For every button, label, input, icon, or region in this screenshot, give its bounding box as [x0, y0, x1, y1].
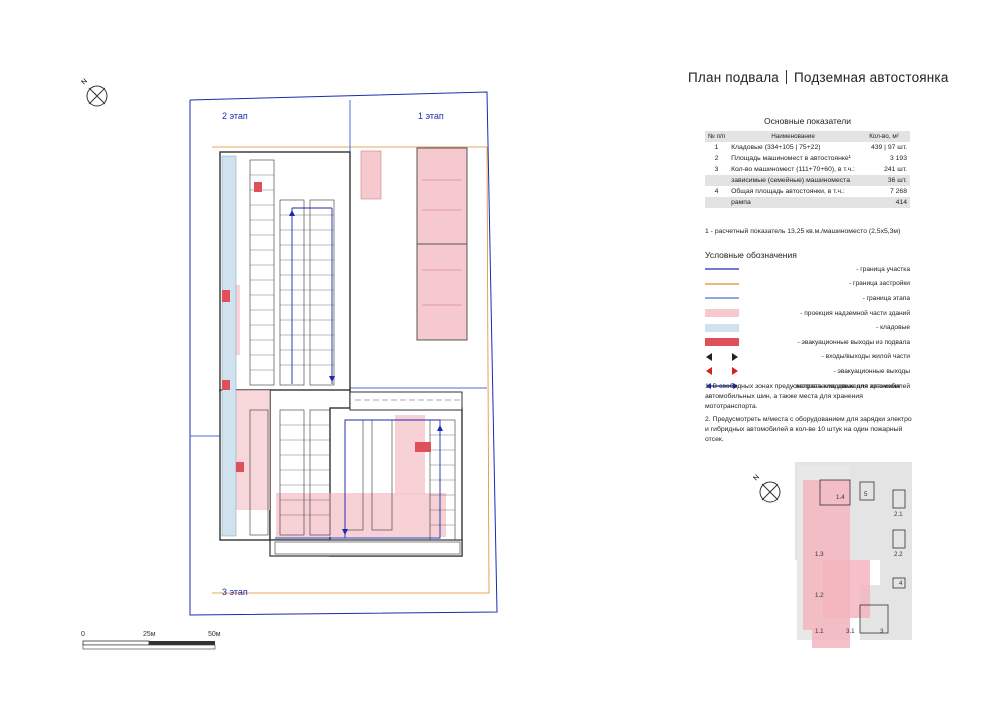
table-row: рампа 414 [705, 197, 910, 208]
site-boundary [189, 91, 498, 616]
keyplan-zone: 1.3 [815, 551, 824, 558]
legend-swatch [705, 381, 739, 391]
legend-item: - граница застройки [705, 277, 910, 292]
row-no: 1 [714, 144, 719, 151]
legend-label: - эвакуационные выходы из подвала [797, 338, 910, 346]
row-value: 414 [858, 197, 910, 208]
svg-text:N: N [80, 78, 89, 87]
scale-label-25: 25м [143, 631, 156, 638]
legend-swatch [705, 264, 739, 274]
keyplan-zone: 2.2 [894, 551, 903, 558]
notes: 1. В свободных зонах предусмотреть кладо… [705, 382, 915, 447]
row-name: Кол-во машиномест (111+70+60), в т.ч.: [731, 166, 855, 173]
stage-3-label: 3 этап [222, 587, 248, 597]
table-row: 2 Площадь машиномест в автостоянке¹ 3 19… [705, 153, 910, 164]
scale-bar [82, 640, 216, 650]
table-row: 3 Кол-во машиномест (111+70+60), в т.ч.:… [705, 164, 910, 175]
legend-item: - эвакуационные выходы [705, 364, 910, 379]
legend-swatch [705, 352, 739, 362]
legend-label: - входы/выходы жилой части [821, 353, 910, 361]
legend-label: - граница застройки [849, 280, 910, 288]
legend-item: - входы/выходы жилой части [705, 350, 910, 365]
row-name: Кладовые (334+105 | 75+22) [731, 144, 821, 151]
page-title-left: План подвала [688, 70, 780, 85]
scale-label-0: 0 [81, 631, 85, 638]
legend-swatch [705, 293, 739, 303]
legend-swatch [705, 337, 739, 347]
keyplan-zone: 1.1 [815, 628, 824, 635]
legend-item: - направление движения автомобилей [705, 379, 910, 394]
row-value: 7 268 [889, 188, 907, 195]
row-name: Общая площадь автостоянки, в т.ч.: [731, 188, 845, 195]
legend-label: - эвакуационные выходы [833, 367, 910, 375]
row-no: 3 [714, 166, 719, 173]
legend-item: - граница участка [705, 262, 910, 277]
row-no [705, 175, 729, 186]
key-plan [795, 462, 912, 648]
legend-label: - граница этапа [862, 294, 910, 302]
legend-label: - проекция надземной части зданий [800, 309, 910, 317]
keyplan-zone: 4 [899, 580, 903, 587]
indicators-table: № п/п Наименование Кол-во, м² 1 Кладовые… [705, 131, 910, 208]
legend-swatch [705, 279, 739, 289]
page-title-right: Подземная автостоянка [794, 70, 949, 85]
legend-swatch [705, 308, 739, 318]
keyplan-zone: 2.1 [894, 511, 903, 518]
scale-label-50: 50м [208, 631, 221, 638]
table-row: зависимые (семейные) машиноместа 36 шт. [705, 175, 910, 186]
row-name: Площадь машиномест в автостоянке¹ [731, 155, 851, 162]
legend-swatch [705, 366, 739, 376]
keyplan-zone: 5 [864, 491, 868, 498]
stage-2-label: 2 этап [222, 111, 248, 121]
row-value: 36 шт. [858, 175, 910, 186]
legend-label: - граница участка [856, 265, 910, 273]
keyplan-north-arrow-icon: N [752, 474, 781, 503]
legend-item: - проекция надземной части зданий [705, 306, 910, 321]
title-separator [786, 70, 788, 84]
row-no: 2 [714, 155, 719, 162]
keyplan-zone: 1.4 [836, 494, 845, 501]
col-no-header: № п/п [705, 131, 729, 142]
page-title: План подвала Подземная автостоянка [688, 70, 949, 85]
legend: - граница участка - граница застройки - гр… [705, 262, 910, 393]
col-value-header: Кол-во, м² [858, 131, 910, 142]
stage-1-label: 1 этап [418, 111, 444, 121]
legend-swatch [705, 323, 739, 333]
row-name: зависимые (семейные) машиноместа [728, 175, 858, 186]
north-arrow-icon: N [80, 78, 108, 107]
legend-title: Условные обозначения [705, 250, 797, 260]
table-row: 1 Кладовые (334+105 | 75+22) 439 | 97 шт… [705, 142, 910, 153]
row-no: 4 [714, 188, 719, 195]
row-no [705, 197, 729, 208]
table-footnote: 1 - расчетный показатель 13,25 кв.м./маш… [705, 228, 901, 235]
row-name: рампа [728, 197, 858, 208]
keyplan-zone: 3.1 [846, 628, 855, 635]
legend-label: - направление движения автомобилей [791, 382, 910, 390]
col-name-header: Наименование [728, 131, 858, 142]
row-value: 439 | 97 шт. [870, 144, 907, 151]
legend-item: - граница этапа [705, 291, 910, 306]
row-value: 3 193 [889, 155, 907, 162]
note-1: 1. В свободных зонах предусмотреть кладо… [705, 383, 900, 411]
table-header-row: № п/п Наименование Кол-во, м² [705, 131, 910, 142]
table-row: 4 Общая площадь автостоянки, в т.ч.: 7 2… [705, 186, 910, 197]
legend-item: - кладовые [705, 320, 910, 335]
svg-text:N: N [752, 474, 761, 483]
legend-item: - эвакуационные выходы из подвала [705, 335, 910, 350]
row-value: 241 шт. [884, 166, 907, 173]
keyplan-zone: 3 [880, 628, 884, 635]
note-2: 2. Предусмотреть м/места с оборудованием… [705, 415, 912, 444]
indicators-title: Основные показатели [764, 116, 851, 126]
keyplan-zone: 1.2 [815, 592, 824, 599]
legend-label: - кладовые [876, 324, 910, 332]
